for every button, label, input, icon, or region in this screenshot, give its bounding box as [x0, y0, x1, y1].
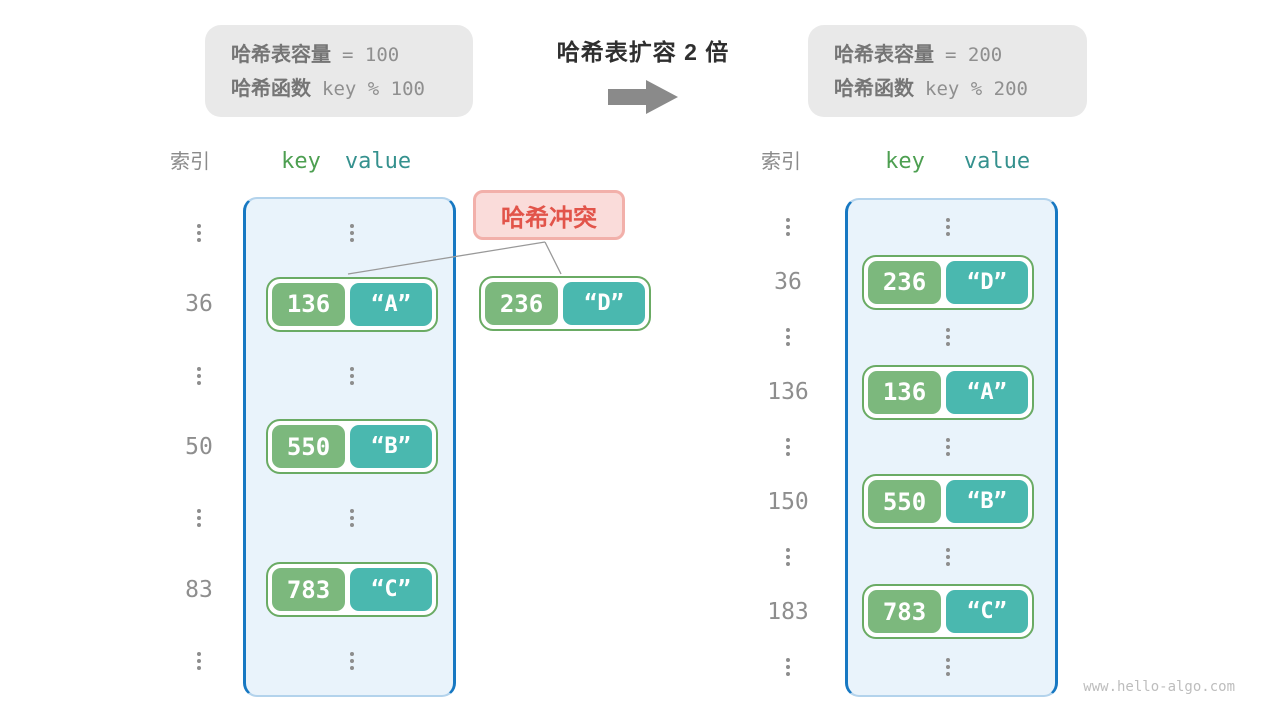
table-row: 150 550 “B”: [738, 474, 1058, 530]
kv-pair: 783 “C”: [862, 584, 1034, 640]
capacity-box-after: 哈希表容量 = 200 哈希函数 key % 200: [808, 25, 1087, 117]
value-box: “A”: [946, 370, 1028, 414]
capacity-value: = 100: [342, 44, 400, 66]
table-row: [738, 310, 1058, 365]
kv-pair: 136 “A”: [266, 276, 438, 332]
value-box: “D”: [946, 260, 1028, 304]
right-header-key: key: [885, 149, 925, 174]
table-row: 83 783 “C”: [150, 554, 456, 625]
key-box: 236: [485, 282, 558, 325]
hash-function-label: 哈希函数: [231, 78, 311, 100]
ellipsis-icon: [738, 444, 838, 449]
ellipsis-icon: [738, 335, 838, 340]
ellipsis-icon: [248, 659, 456, 664]
ellipsis-icon: [838, 335, 1058, 340]
table-row: [738, 420, 1058, 475]
kv-pair: 550 “B”: [266, 419, 438, 475]
index-label: 50: [185, 433, 213, 460]
ellipsis-icon: [150, 516, 248, 521]
hash-function-value: key % 200: [925, 78, 1028, 100]
capacity-box-before: 哈希表容量 = 100 哈希函数 key % 100: [205, 25, 473, 117]
collision-label: 哈希冲突: [473, 190, 625, 240]
left-header-key: key: [281, 149, 321, 174]
index-label: 183: [767, 598, 809, 625]
ellipsis-icon: [150, 659, 248, 664]
ellipsis-icon: [838, 225, 1058, 230]
capacity-line: 哈希表容量 = 200: [834, 38, 1087, 72]
ellipsis-icon: [838, 664, 1058, 669]
transition-title: 哈希表扩容 2 倍: [556, 39, 730, 65]
ellipsis-icon: [738, 664, 838, 669]
value-box: “B”: [946, 480, 1028, 524]
ellipsis-icon: [248, 516, 456, 521]
capacity-line: 哈希表容量 = 100: [231, 38, 473, 72]
key-box: 236: [868, 260, 941, 304]
index-label: 150: [767, 488, 809, 515]
index-label: 83: [185, 576, 213, 603]
table-row: 136 136 “A”: [738, 364, 1058, 420]
index-label: 36: [185, 291, 213, 318]
kv-pair: 236 “D”: [862, 254, 1034, 310]
table-row: [738, 200, 1058, 255]
left-header-value: value: [344, 149, 412, 174]
capacity-label: 哈希表容量: [834, 44, 934, 66]
ellipsis-icon: [738, 554, 838, 559]
collision-kv-pair: 236 “D”: [479, 276, 651, 331]
value-box: “C”: [946, 590, 1028, 634]
capacity-label: 哈希表容量: [231, 44, 331, 66]
table-row: [150, 197, 456, 268]
ellipsis-icon: [150, 230, 248, 235]
hash-function-line: 哈希函数 key % 100: [231, 72, 473, 106]
value-box: “B”: [350, 425, 432, 469]
kv-pair: 136 “A”: [862, 364, 1034, 420]
hash-function-value: key % 100: [322, 78, 425, 100]
kv-pair: 550 “B”: [862, 474, 1034, 530]
watermark: www.hello-algo.com: [1083, 679, 1235, 695]
index-label: 136: [767, 379, 809, 406]
table-row: [738, 639, 1058, 694]
right-table: 36 236 “D” 136 136 “A”: [738, 200, 1058, 694]
table-row: 36 236 “D”: [738, 254, 1058, 310]
hash-function-line: 哈希函数 key % 200: [834, 72, 1087, 106]
ellipsis-icon: [738, 225, 838, 230]
key-box: 136: [272, 282, 345, 326]
table-row: [150, 483, 456, 554]
ellipsis-icon: [248, 373, 456, 378]
key-box: 783: [272, 568, 345, 612]
table-row: [150, 626, 456, 697]
ellipsis-icon: [838, 444, 1058, 449]
key-box: 136: [868, 370, 941, 414]
ellipsis-icon: [838, 554, 1058, 559]
ellipsis-icon: [150, 373, 248, 378]
right-arrow-icon: [608, 80, 678, 114]
table-row: [150, 340, 456, 411]
hash-function-label: 哈希函数: [834, 78, 914, 100]
left-header-index: 索引: [170, 151, 210, 173]
key-box: 550: [272, 425, 345, 469]
ellipsis-icon: [248, 230, 456, 235]
table-row: 36 136 “A”: [150, 268, 456, 339]
capacity-value: = 200: [945, 44, 1003, 66]
index-label: 36: [774, 269, 802, 296]
value-box: “D”: [563, 282, 645, 325]
table-row: 50 550 “B”: [150, 411, 456, 482]
kv-pair: 783 “C”: [266, 562, 438, 618]
key-box: 550: [868, 480, 941, 524]
key-box: 783: [868, 590, 941, 634]
value-box: “C”: [350, 568, 432, 612]
value-box: “A”: [350, 282, 432, 326]
left-table: 36 136 “A” 50 550 “B”: [150, 197, 456, 697]
right-header-value: value: [963, 149, 1031, 174]
right-header-index: 索引: [761, 151, 801, 173]
table-row: [738, 529, 1058, 584]
table-row: 183 783 “C”: [738, 584, 1058, 640]
